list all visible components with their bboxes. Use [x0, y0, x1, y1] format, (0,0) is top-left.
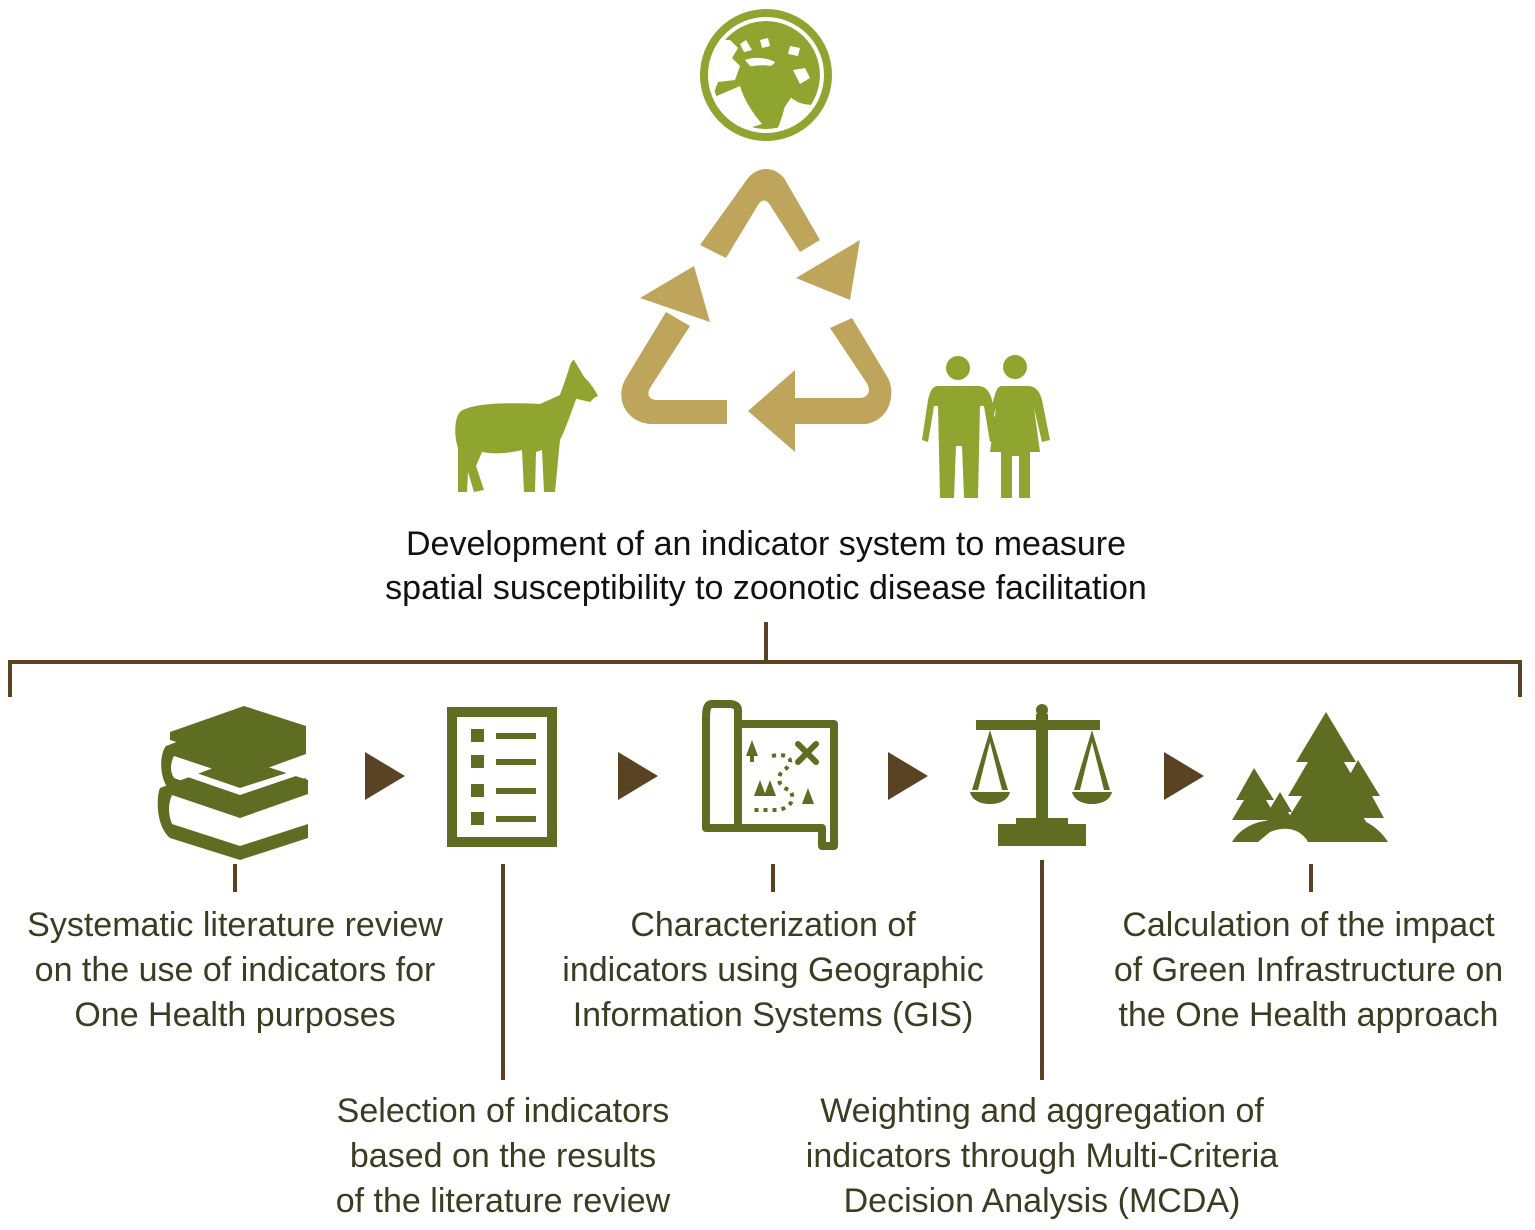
step-1-line-2: on the use of indicators for — [34, 951, 436, 989]
step-5-label: Calculation of the impact of Green Infra… — [1082, 903, 1535, 1038]
step-leader-lines — [233, 860, 1313, 1080]
step-2-line-1: Selection of indicators — [336, 1092, 670, 1130]
bracket — [8, 622, 1522, 697]
globe-icon — [700, 9, 832, 141]
map-icon — [702, 700, 838, 850]
main-title-line-2: spatial susceptibility to zoonotic disea… — [385, 569, 1147, 607]
step-3-line-1: Characterization of — [630, 906, 916, 944]
step-5-line-1: Calculation of the impact — [1122, 906, 1495, 944]
step-2-label: Selection of indicators based on the res… — [283, 1089, 723, 1224]
arrow-1 — [365, 752, 405, 800]
people-icon — [922, 355, 1050, 498]
step-3-line-2: indicators using Geographic — [562, 951, 984, 989]
step-1-line-3: One Health purposes — [74, 996, 396, 1034]
step-3-line-3: Information Systems (GIS) — [572, 996, 974, 1034]
arrow-2 — [618, 752, 658, 800]
step-4-line-1: Weighting and aggregation of — [820, 1092, 1264, 1130]
step-4-line-3: Decision Analysis (MCDA) — [843, 1182, 1241, 1220]
step-2-line-2: based on the results — [349, 1137, 657, 1175]
arrow-3 — [888, 752, 928, 800]
step-5-line-3: the One Health approach — [1118, 996, 1499, 1034]
horse-icon — [455, 360, 598, 492]
step-4-line-2: indicators through Multi-Criteria — [805, 1137, 1279, 1175]
main-title-line-1: Development of an indicator system to me… — [406, 525, 1126, 563]
books-icon — [157, 706, 308, 860]
arrow-4 — [1164, 752, 1204, 800]
step-1-line-1: Systematic literature review — [27, 906, 443, 944]
step-3-label: Characterization of indicators using Geo… — [523, 903, 1023, 1038]
triangle-arrow-icon — [365, 752, 1204, 800]
checklist-icon — [447, 707, 557, 847]
trees-icon — [1232, 712, 1388, 842]
step-5-line-2: of Green Infrastructure on — [1113, 951, 1504, 989]
step-4-label: Weighting and aggregation of indicators … — [762, 1089, 1322, 1224]
recycle-icon — [621, 169, 892, 452]
step-2-line-3: of the literature review — [335, 1182, 671, 1220]
step-1-label: Systematic literature review on the use … — [0, 903, 470, 1038]
scale-icon — [970, 704, 1112, 846]
